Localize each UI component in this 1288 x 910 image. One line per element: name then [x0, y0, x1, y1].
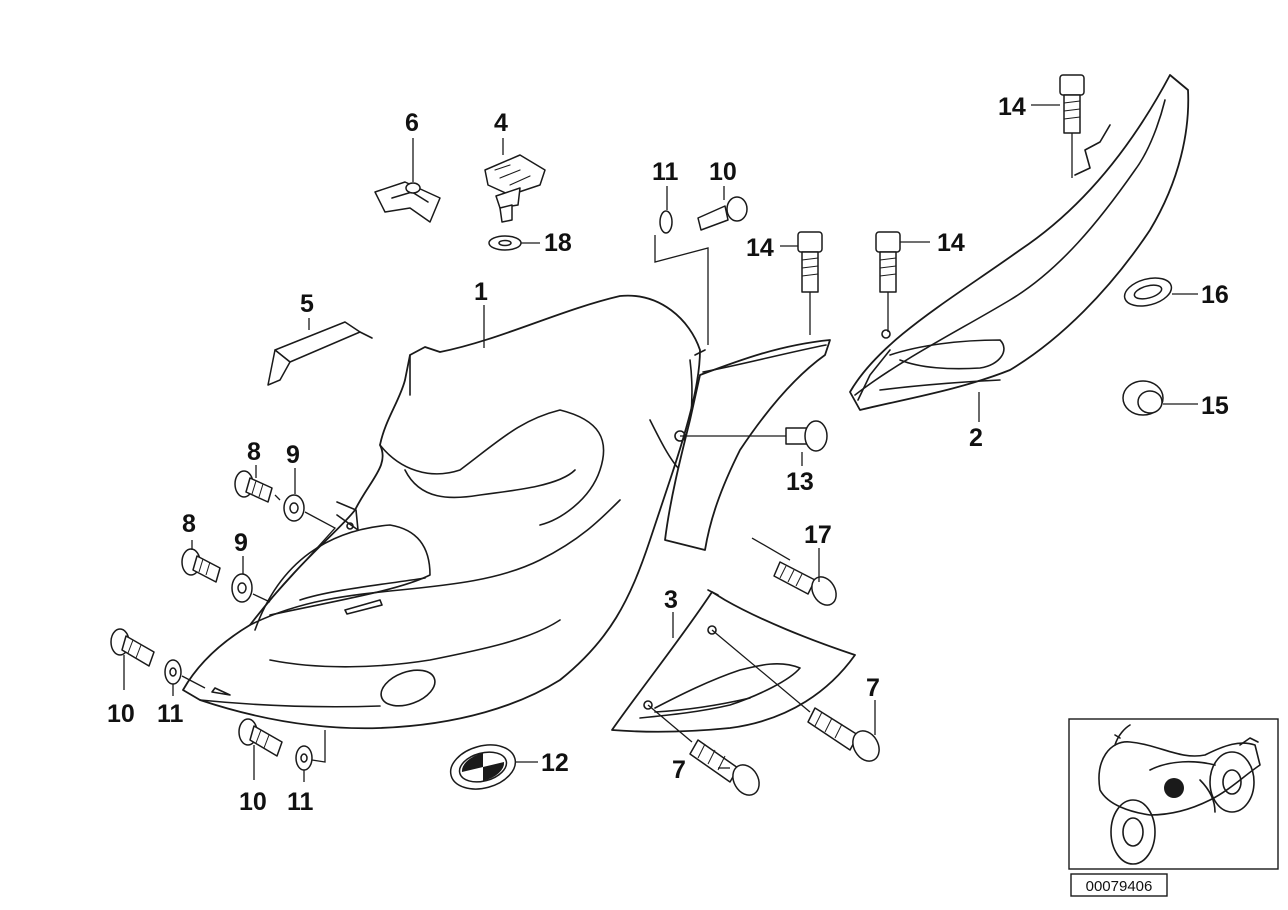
screw-10-left	[110, 628, 155, 690]
lower-cover-part	[611, 589, 856, 733]
part-label-6: 6	[405, 109, 419, 137]
washer-18-part	[488, 235, 522, 251]
part-label-11-left: 11	[157, 700, 184, 728]
screw-8-upper	[234, 470, 273, 503]
part-label-16: 16	[1201, 281, 1229, 309]
part-label-10-left: 10	[107, 700, 135, 728]
part-label-7-upper: 7	[866, 674, 880, 702]
part-label-2: 2	[969, 424, 983, 452]
screw-17-part	[751, 537, 837, 606]
part-label-18: 18	[544, 229, 572, 257]
part-label-17: 17	[804, 521, 832, 549]
part-label-7-lower: 7	[672, 756, 686, 784]
part-label-13: 13	[786, 468, 814, 496]
knob-screw-13-part	[680, 420, 828, 452]
washer-9-upper	[283, 494, 305, 522]
part-label-14-right: 14	[998, 93, 1026, 121]
part-label-1: 1	[474, 278, 488, 306]
screw-8-lower	[181, 548, 221, 583]
washer-11-bottom	[295, 730, 326, 782]
part-label-14-left: 14	[746, 234, 774, 262]
grommet-15-part	[1122, 380, 1164, 416]
part-label-4: 4	[494, 109, 508, 137]
u-clip-part	[374, 181, 441, 223]
washer-9-lower	[231, 573, 253, 603]
drawing-number: 00079406	[1086, 878, 1153, 895]
part-label-9-lower: 9	[234, 529, 248, 557]
washer-11-left	[164, 659, 206, 696]
bolt-14-right	[1059, 74, 1085, 178]
bolt-14-left	[797, 231, 823, 335]
part-label-11-upper: 11	[652, 158, 679, 186]
screw-10-upper	[697, 196, 748, 231]
part-label-10-upper: 10	[709, 158, 737, 186]
part-label-11-bottom: 11	[287, 788, 314, 816]
part-label-3: 3	[664, 586, 678, 614]
leader-lines	[191, 104, 1198, 769]
grommet-16-part	[1123, 277, 1173, 307]
screw-7-upper	[711, 629, 880, 762]
part-label-5: 5	[300, 290, 314, 318]
emblem-12-part	[449, 744, 538, 790]
screw-7-lower	[647, 704, 760, 796]
rear-trim-part	[849, 74, 1190, 411]
part-label-8-lower: 8	[182, 510, 196, 538]
clamp-strip-part	[267, 321, 373, 386]
location-inset	[1068, 718, 1279, 870]
leader-8-9-lower	[252, 593, 271, 603]
part-labels: 1 2 3 4 5 6 7 7 8 8 9 9 10 10 10 11 11 1…	[107, 93, 1229, 816]
part-label-9-upper: 9	[286, 441, 300, 469]
clip-nut-part	[484, 154, 546, 223]
part-label-10-bottom: 10	[239, 788, 267, 816]
bolt-14-middle	[875, 231, 901, 332]
part-label-8-upper: 8	[247, 438, 261, 466]
part-label-15: 15	[1201, 392, 1229, 420]
drawing-number-box: 00079406	[1070, 873, 1168, 897]
part-label-14-middle: 14	[937, 229, 965, 257]
washer-11-upper	[659, 210, 673, 234]
screw-10-bottom	[238, 718, 283, 780]
leader-8-9-upper	[269, 494, 337, 601]
location-marker-icon	[1164, 778, 1184, 798]
leader-upper-fasteners	[654, 235, 709, 345]
part-label-12: 12	[541, 749, 569, 777]
motorcycle-thumbnail	[1098, 724, 1261, 865]
side-panel-part	[182, 294, 831, 730]
